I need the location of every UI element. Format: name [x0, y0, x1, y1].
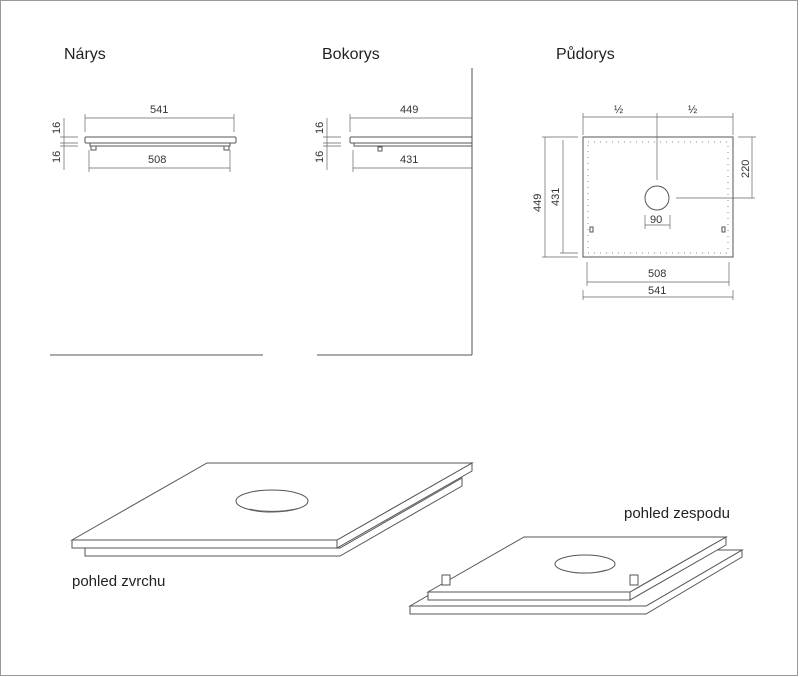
side-dim-height-line	[323, 118, 341, 170]
side-dim-h2: 16	[314, 151, 326, 163]
iso-bottom-leg-left	[441, 574, 451, 586]
plan-dim-depth-outer: 449	[532, 194, 544, 212]
iso-bottom-hole-inner	[565, 569, 607, 574]
iso-top-view: pohled zvrchu	[70, 462, 474, 590]
side-view: Bokorys 449 431 16 16	[314, 46, 473, 356]
front-view-title: Nárys	[64, 46, 106, 63]
plan-dim-hole-offset: 220	[740, 160, 752, 178]
iso-bottom-inner-front	[427, 591, 631, 601]
iso-bottom-label: pohled zespodu	[624, 505, 730, 522]
side-underplate	[353, 142, 473, 147]
plan-dim-depth-lines	[542, 136, 578, 258]
plan-dim-width-outer: 541	[648, 285, 666, 297]
plan-dim-hole-diameter: 90	[650, 214, 662, 226]
front-leg-right	[223, 145, 230, 151]
front-underplate	[89, 142, 231, 147]
front-leg-left	[90, 145, 97, 151]
front-dim-h2: 16	[51, 151, 63, 163]
plan-dim-90-line	[644, 215, 671, 229]
plan-dim-half-line	[582, 113, 734, 180]
side-wall-ground	[317, 68, 473, 356]
plan-hole	[644, 185, 670, 211]
plan-dim-508-line	[586, 262, 730, 286]
plan-dim-width-inner: 508	[648, 268, 666, 280]
iso-top-lower-slab	[84, 477, 463, 557]
front-dim-top: 541	[150, 104, 168, 116]
iso-top-hole-inner	[249, 507, 301, 512]
front-dim-height-line	[60, 118, 78, 170]
front-dim-bottom-line	[88, 150, 231, 172]
front-view: Nárys 541 508 16 16	[50, 46, 263, 356]
plan-view: Půdorys ½ ½ 220 90 449 431 508 541	[532, 45, 756, 300]
side-dim-bottom-line	[352, 150, 472, 172]
iso-top-hole	[235, 489, 309, 513]
iso-bottom-leg-right	[629, 574, 639, 586]
side-plate	[349, 136, 473, 144]
iso-top-front-edge	[71, 539, 338, 549]
front-dim-bottom: 508	[148, 154, 166, 166]
iso-top-label: pohled zvrchu	[72, 573, 165, 590]
plan-leg-left	[589, 226, 594, 233]
side-dim-h1: 16	[314, 122, 326, 134]
plan-dim-half-right: ½	[688, 104, 697, 116]
side-dim-top-line	[349, 114, 472, 132]
side-dim-top: 449	[400, 104, 418, 116]
side-leg	[377, 146, 383, 152]
plan-dim-half-left: ½	[614, 104, 623, 116]
iso-bottom-view: pohled zespodu	[408, 505, 744, 615]
side-view-title: Bokorys	[322, 46, 380, 63]
plan-leg-right	[721, 226, 726, 233]
front-dim-top-line	[84, 114, 235, 132]
plan-dim-220-line	[676, 136, 756, 199]
plan-dim-541-line	[582, 290, 734, 300]
side-dim-bottom: 431	[400, 154, 418, 166]
plan-dim-depth-inner: 431	[550, 188, 562, 206]
front-plate	[84, 136, 237, 144]
plan-view-title: Půdorys	[556, 45, 615, 63]
front-dim-h1: 16	[51, 122, 63, 134]
